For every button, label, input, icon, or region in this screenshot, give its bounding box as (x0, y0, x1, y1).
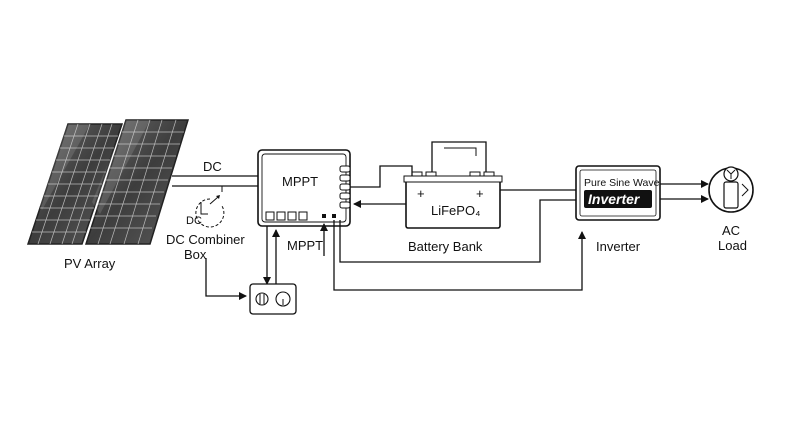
ac-load-label-line1: AC (722, 223, 740, 238)
inverter-top-text: Pure Sine Wave (584, 177, 660, 189)
dc-line-label: DC (203, 159, 222, 174)
mppt-controller-icon (257, 149, 351, 227)
mppt-below-label: MPPT (287, 238, 323, 253)
battery-plus-left: + (417, 186, 425, 201)
dc-combiner-label-line1: DC Combiner (166, 232, 245, 247)
dc-combiner-icon-text: DC (186, 215, 202, 227)
battery-chem-label: LiFePO₄ (431, 203, 480, 218)
pv-to-mppt-wires (172, 175, 258, 187)
battery-plus-right: + (476, 186, 484, 201)
battery-icon (403, 141, 503, 229)
solar-panel-icon (26, 119, 190, 245)
mppt-to-inverter-wire-mid (339, 199, 576, 263)
pv-array-label: PV Array (64, 256, 116, 271)
dc-combiner-label-line2: Box (184, 247, 207, 262)
inverter-brand-text: Inverter (588, 191, 641, 207)
mppt-to-inverter-wire-low (333, 220, 586, 291)
inverter-label: Inverter (596, 239, 641, 254)
inverter-icon (575, 165, 661, 221)
battery-bank-label: Battery Bank (408, 239, 483, 254)
meter-box-icon (249, 283, 297, 315)
dc-combiner-icon (195, 186, 225, 228)
mppt-to-battery-wire (350, 165, 413, 188)
combiner-to-meter-wire (205, 258, 247, 300)
ac-load-icon (708, 166, 754, 213)
ac-load-label-line2: Load (718, 238, 747, 253)
mppt-box-label: MPPT (282, 174, 318, 189)
